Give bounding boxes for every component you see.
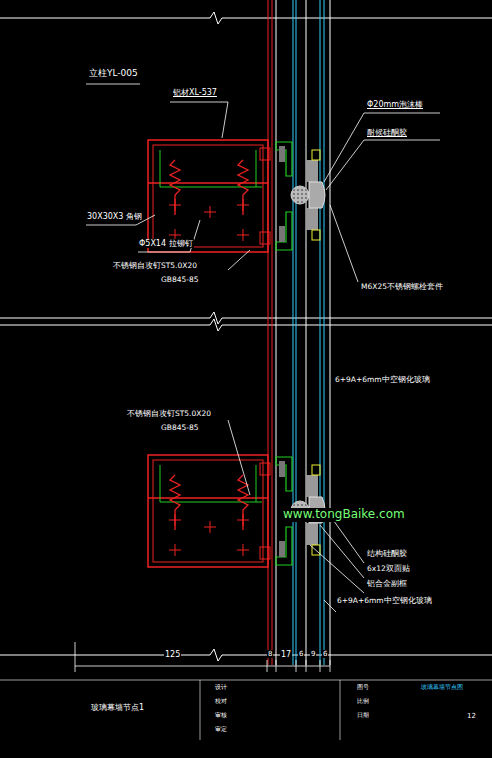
part-label: 审定 — [214, 726, 228, 733]
part-label: Φ5X14 拉铆钉 — [138, 239, 194, 248]
part-label: 30X30X3 角钢 — [86, 212, 143, 221]
part-label: 耐候硅酮胶 — [366, 128, 408, 137]
dimension: 8 — [267, 650, 273, 658]
part-label: 玻璃幕墙节点图 — [420, 684, 464, 691]
watermark: www.tongBaike.com — [282, 508, 406, 522]
dimension: 9 — [310, 650, 316, 658]
part-label: 12 — [466, 712, 477, 720]
part-label: 6+9A+6mm中空钢化玻璃 — [336, 597, 433, 606]
part-label: Φ20mm泡沫棒 — [366, 100, 424, 109]
part-label: 6x12双面贴 — [366, 565, 411, 574]
part-label: 日期 — [356, 712, 370, 719]
part-label: 审核 — [214, 712, 228, 719]
part-label: 校对 — [214, 698, 228, 705]
part-label: 玻璃幕墙节点1 — [90, 703, 145, 712]
dimension: 125 — [164, 650, 181, 659]
dimension: 6 — [298, 650, 304, 658]
part-label: 图号 — [356, 684, 370, 691]
dimension: 6 — [322, 650, 328, 658]
part-label: 不锈钢自攻钉ST5.0X20 — [112, 262, 198, 271]
part-label: 立柱YL-005 — [88, 68, 139, 78]
part-label: 铝材XL-537 — [172, 88, 218, 97]
part-label: GB845-85 — [160, 424, 200, 433]
part-label: 铝合金副框 — [366, 580, 408, 589]
part-label: GB845-85 — [160, 276, 200, 285]
part-label: 比例 — [356, 698, 370, 705]
part-label: M6X25不锈钢螺栓套件 — [360, 283, 444, 292]
dimension: 17 — [280, 650, 292, 659]
part-label: 不锈钢自攻钉ST5.0X20 — [126, 410, 212, 419]
part-label: 结构硅酮胶 — [366, 550, 408, 559]
part-label: 6+9A+6mm中空钢化玻璃 — [334, 376, 431, 385]
part-label: 设计 — [214, 684, 228, 691]
